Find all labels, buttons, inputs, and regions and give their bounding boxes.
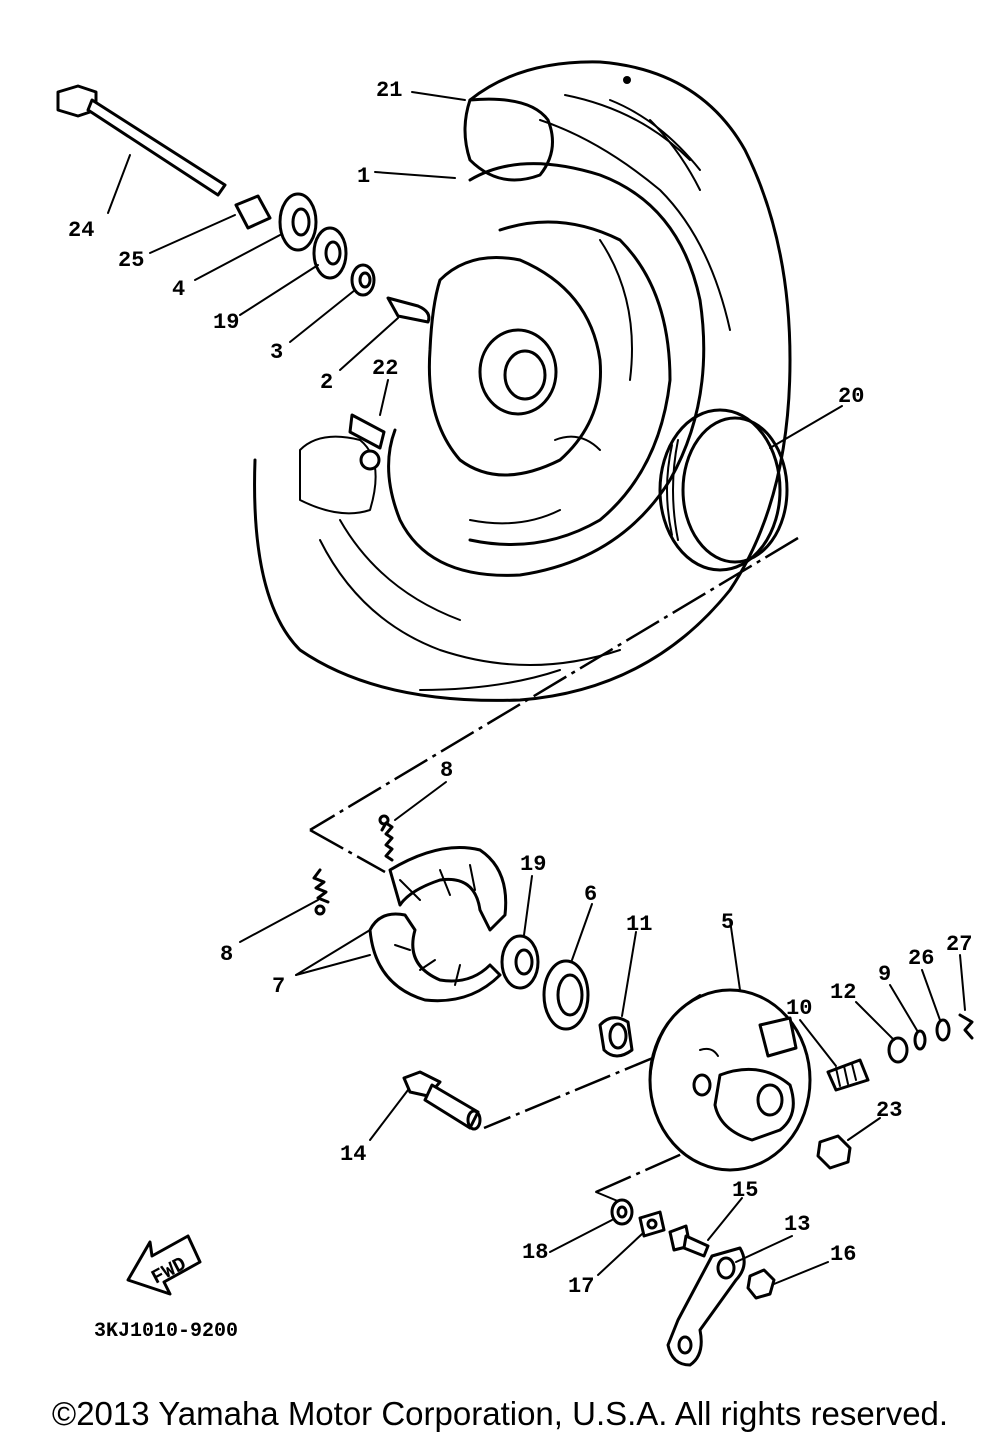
label-15: 15 bbox=[732, 1178, 758, 1203]
lever-13 bbox=[666, 1246, 746, 1367]
washer-18 bbox=[610, 1198, 634, 1226]
parts-diagram: FWD 21 1 24 25 bbox=[56, 60, 974, 1367]
label-17: 17 bbox=[568, 1274, 594, 1299]
washer-26 bbox=[935, 1018, 951, 1042]
label-26: 26 bbox=[908, 946, 934, 971]
label-22: 22 bbox=[372, 356, 398, 381]
seal-3 bbox=[350, 263, 376, 297]
label-11: 11 bbox=[626, 912, 652, 937]
wheel-rim bbox=[387, 162, 706, 577]
clip-27 bbox=[958, 1013, 974, 1040]
callout-labels: 21 1 24 25 4 19 3 2 22 20 8 8 7 19 6 11 … bbox=[68, 78, 972, 1343]
label-8-upper: 8 bbox=[440, 758, 453, 783]
label-23: 23 bbox=[876, 1098, 902, 1123]
tire bbox=[253, 60, 792, 702]
part-code: 3KJ1010-9200 bbox=[94, 1320, 238, 1343]
label-10: 10 bbox=[786, 996, 812, 1021]
label-13: 13 bbox=[784, 1212, 810, 1237]
axle-24 bbox=[56, 84, 227, 197]
label-16: 16 bbox=[830, 1242, 856, 1267]
circlip-9 bbox=[913, 1029, 927, 1051]
label-24: 24 bbox=[68, 218, 94, 243]
spacer-2 bbox=[386, 296, 431, 324]
label-5: 5 bbox=[721, 910, 734, 935]
label-1: 1 bbox=[357, 164, 370, 189]
label-2: 2 bbox=[320, 370, 333, 395]
label-25: 25 bbox=[118, 248, 144, 273]
label-20: 20 bbox=[838, 384, 864, 409]
bearing-19 bbox=[312, 226, 348, 280]
spring-8-lower bbox=[312, 868, 330, 916]
label-21: 21 bbox=[376, 78, 402, 103]
label-6: 6 bbox=[584, 882, 597, 907]
oil-seal-6 bbox=[542, 959, 590, 1031]
label-4: 4 bbox=[172, 277, 185, 302]
collar-25 bbox=[234, 194, 272, 230]
camshaft-14 bbox=[402, 1070, 482, 1131]
label-3: 3 bbox=[270, 340, 283, 365]
center-lines bbox=[309, 536, 799, 1203]
washer-12 bbox=[887, 1036, 909, 1064]
label-19-upper: 19 bbox=[213, 310, 239, 335]
copyright-notice: ©2013 Yamaha Motor Corporation, U.S.A. A… bbox=[51, 1395, 949, 1432]
collar-11 bbox=[598, 1016, 634, 1058]
fwd-arrow-icon: FWD bbox=[126, 1234, 202, 1296]
label-14: 14 bbox=[340, 1142, 366, 1167]
gear-10 bbox=[826, 1058, 870, 1092]
label-18: 18 bbox=[522, 1240, 548, 1265]
label-19-lower: 19 bbox=[520, 852, 546, 877]
bearing-4 bbox=[278, 192, 318, 252]
label-8-lower: 8 bbox=[220, 942, 233, 967]
label-12: 12 bbox=[830, 980, 856, 1005]
label-9: 9 bbox=[878, 962, 891, 987]
bolt-15 bbox=[668, 1224, 710, 1258]
bearing-19-lower bbox=[500, 934, 540, 990]
nut-23 bbox=[816, 1134, 852, 1170]
valve-22 bbox=[348, 413, 386, 471]
brake-shoes-7 bbox=[368, 846, 508, 1003]
seal-ring-20 bbox=[658, 408, 789, 572]
label-7: 7 bbox=[272, 974, 285, 999]
leader-lines bbox=[107, 91, 966, 1285]
brake-plate-5 bbox=[648, 988, 812, 1172]
spring-8-upper bbox=[378, 814, 394, 862]
nut-16 bbox=[746, 1268, 776, 1300]
label-27: 27 bbox=[946, 932, 972, 957]
washer-17 bbox=[638, 1210, 666, 1238]
